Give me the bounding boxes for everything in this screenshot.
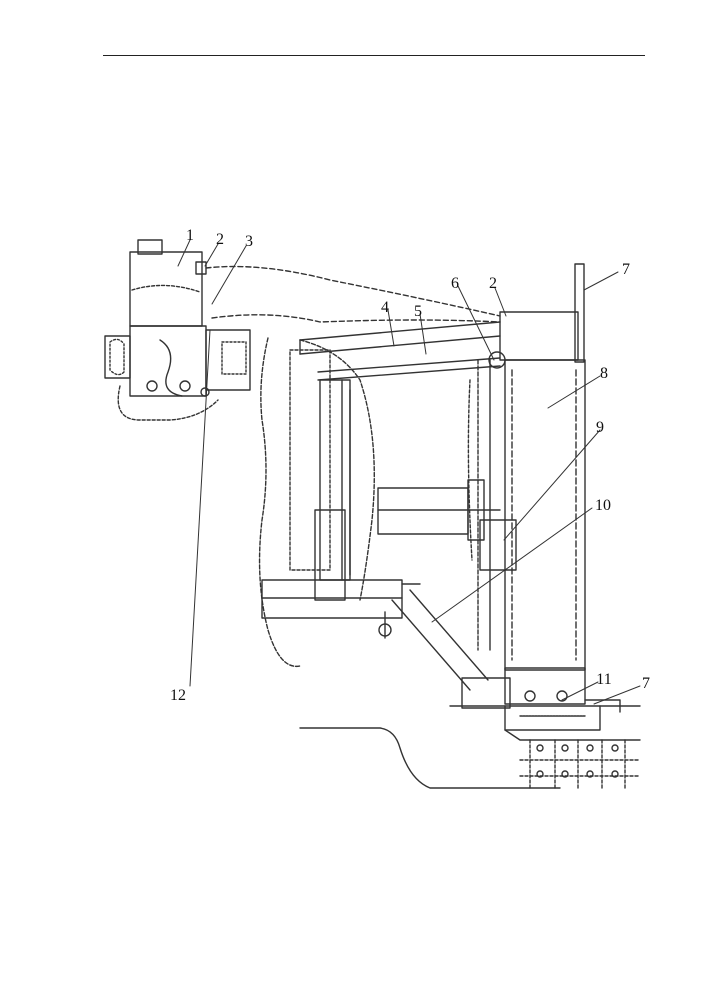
fan-drive-shaft (377, 479, 501, 541)
callout-6: 6 (451, 275, 459, 292)
vent-pipe (205, 265, 501, 317)
left-pump-housing (104, 325, 251, 421)
callout-2-left: 2 (216, 231, 224, 248)
radiator (499, 311, 586, 705)
callout-11: 11 (596, 671, 611, 688)
callout-2-right: 2 (489, 275, 497, 292)
lower-pipe (391, 583, 489, 691)
fan-shroud (467, 351, 517, 651)
callout-10: 10 (595, 497, 611, 514)
base-assembly (299, 677, 641, 789)
callout-3: 3 (245, 233, 253, 250)
callout-4: 4 (381, 299, 389, 316)
callout-8: 8 (600, 365, 608, 382)
callout-9: 9 (596, 419, 604, 436)
header-rule (103, 55, 645, 56)
foundation-bolts (519, 739, 641, 791)
callout-7-bottom: 7 (642, 675, 650, 692)
mount-post-top (574, 263, 585, 363)
callout-1: 1 (186, 227, 194, 244)
callout-12: 12 (170, 687, 186, 704)
expansion-tank (129, 239, 207, 327)
engine-block (258, 337, 403, 668)
vent-pipe-lower (211, 314, 501, 323)
callout-5: 5 (414, 303, 422, 320)
leader-lines (177, 239, 641, 705)
callout-7-top: 7 (622, 261, 630, 278)
upper-hoses (299, 321, 501, 381)
